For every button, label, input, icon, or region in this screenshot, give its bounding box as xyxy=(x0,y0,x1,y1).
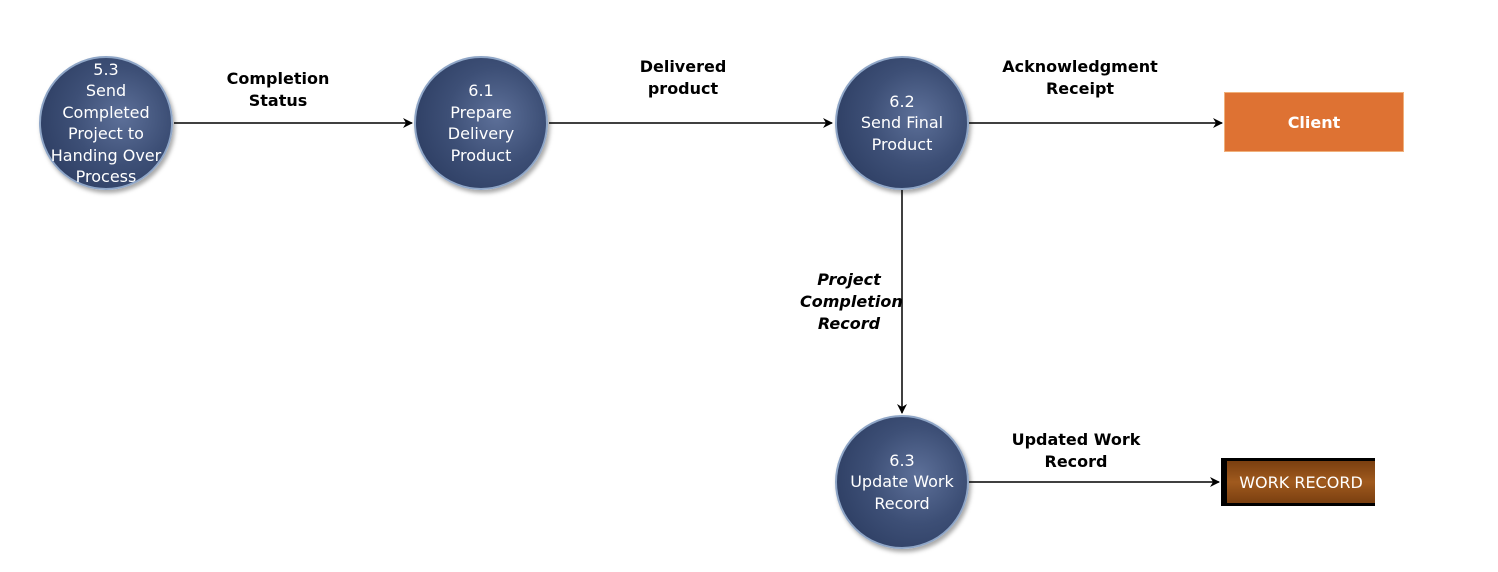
process-6-2[interactable]: 6.2 Send Final Product xyxy=(835,56,969,190)
process-6-1-line: Product xyxy=(450,145,512,165)
flow-label-updated-work-record: Updated Work Record xyxy=(1006,429,1146,473)
process-5-3-line: 5.3 xyxy=(93,59,119,79)
external-entity-client[interactable]: Client xyxy=(1224,92,1404,152)
process-5-3-line: Handing Over xyxy=(50,145,162,165)
flow-label-line: Project xyxy=(817,270,881,289)
process-6-2-line: Product xyxy=(871,134,933,154)
process-6-3[interactable]: 6.3 Update Work Record xyxy=(835,415,969,549)
flow-label-line: Record xyxy=(817,314,881,333)
process-5-3-text: 5.3 Send Completed Project to Handing Ov… xyxy=(51,59,161,188)
flow-label-line: Updated Work xyxy=(1011,430,1141,449)
flow-label-line: Record xyxy=(1044,452,1108,471)
process-6-1-text: 6.1 Prepare Delivery Product xyxy=(448,80,514,166)
client-label: Client xyxy=(1287,112,1341,132)
flow-label-completion-status: Completion Status xyxy=(218,68,338,112)
work-record-label: WORK RECORD xyxy=(1239,472,1363,492)
flow-label-line: Receipt xyxy=(1045,79,1115,98)
process-5-3-line: Completed xyxy=(62,102,150,122)
flow-label-line: Status xyxy=(248,91,308,110)
flow-label-line: Delivered xyxy=(639,57,727,76)
flow-label-line: Acknowledgment xyxy=(1002,57,1158,76)
process-6-2-line: Send Final xyxy=(860,113,944,133)
flow-label-project-completion-record: Project Completion Record xyxy=(800,269,903,335)
flow-label-line: product xyxy=(647,79,719,98)
process-5-3-line: Project to xyxy=(68,124,144,143)
flow-label-delivered-product: Delivered product xyxy=(623,56,743,100)
process-6-2-line: 6.2 xyxy=(889,91,915,111)
flow-label-acknowledgment-receipt: Acknowledgment Receipt xyxy=(1000,56,1160,100)
process-6-3-text: 6.3 Update Work Record xyxy=(850,450,954,515)
process-5-3-line: Send xyxy=(85,81,127,100)
process-6-1-line: Delivery xyxy=(447,124,515,143)
process-5-3-line: Process xyxy=(75,167,137,186)
process-6-1-line: 6.1 xyxy=(468,81,494,100)
process-5-3[interactable]: 5.3 Send Completed Project to Handing Ov… xyxy=(39,56,173,190)
data-store-work-record[interactable]: WORK RECORD xyxy=(1221,458,1375,506)
process-6-1-line: Prepare xyxy=(450,102,512,122)
process-6-3-line: Update Work xyxy=(850,472,954,492)
flow-label-line: Completion xyxy=(800,292,903,311)
process-6-3-line: Record xyxy=(874,493,930,513)
flow-label-line: Completion xyxy=(226,69,330,88)
process-6-3-line: 6.3 xyxy=(889,450,915,470)
process-6-1[interactable]: 6.1 Prepare Delivery Product xyxy=(414,56,548,190)
process-6-2-text: 6.2 Send Final Product xyxy=(861,91,943,156)
